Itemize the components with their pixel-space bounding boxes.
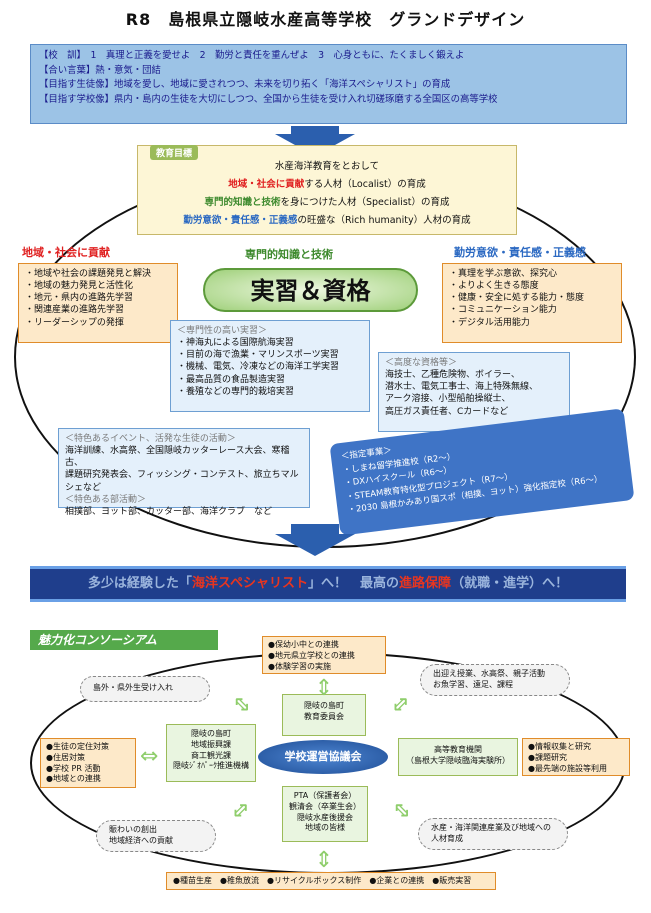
- town-office-panel: 隠岐の島町地域振興課 商工観光課隠岐ｼﾞｵﾊﾟｰｸ推進機構: [166, 724, 256, 782]
- goals-intro: 水産海洋教育をとおして: [274, 161, 380, 172]
- list-item: ・地元・県内の進路先学習: [25, 293, 134, 304]
- list-item: ・真理を学ぶ意欲、探究心: [449, 269, 558, 279]
- outer-bottom-box: ●種苗生産 ●稚魚放流 ●リサイクルボックス制作 ●企業との連携 ●販売実習: [166, 872, 496, 890]
- practice-box: ＜専門性の高い実習＞ ・神海丸による国際航海実習 ・目前の海で漁業・マリンスポー…: [170, 320, 370, 412]
- list-item: ・最高品質の食品製造実習: [177, 374, 286, 385]
- outer-top-box: ●保幼小中との連携 ●地元県立学校との連携 ●体験学習の実施: [262, 636, 386, 674]
- list-item: 海洋訓練、水高祭、全国隠岐カッターレース大会、寒稽古、: [65, 446, 290, 469]
- flow-arrow-stem: [291, 524, 339, 534]
- goals-tag: 教育目標: [150, 145, 199, 160]
- pta-panel: PTA（保護者会）観清会（卒業生会） 隠岐水産後援会地域の皆様: [282, 786, 368, 842]
- list-item: ●地元県立学校との連携: [268, 650, 355, 660]
- list-item: ・デジタル活用能力: [449, 317, 530, 328]
- mid-heading: 専門的知識と技術: [245, 248, 333, 261]
- outer-topright-pill: 出迎え授業、水高祭、親子活動お魚学習、遠足、課程: [420, 664, 570, 696]
- list-item: ・よりよく生きる態度: [449, 281, 539, 292]
- school-council-node: 学校運営協議会: [258, 740, 388, 774]
- down-arrow-icon: [275, 534, 355, 556]
- school-motto-panel: 【校 訓】 1 真理と正義を愛せよ 2 勤労と責任を重んぜよ 3 心身ともに、た…: [30, 44, 627, 124]
- outer-topleft-pill: 島外・県外生受け入れ: [80, 676, 210, 702]
- list-item: アーク溶接、小型船舶操縦士、: [385, 394, 511, 405]
- list-item: ●保幼小中との連携: [268, 640, 339, 649]
- left-heading: 地域・社会に貢献: [22, 246, 110, 259]
- double-arrow-icon: ⇔: [311, 849, 337, 869]
- goal-line-3: 勤労意欲・責任感・正義感の旺盛な（Rich humanity）人材の育成: [183, 215, 471, 227]
- vision-text: 多少は経験した「海洋スペシャリスト」へ！ 最高の進路保障（就職・進学）へ！: [87, 576, 569, 591]
- list-item: ・健康・安全に処する能力・態度: [449, 293, 585, 304]
- motto-line: 【合い言葉】熱・意気・団結: [39, 64, 161, 76]
- list-item: 高圧ガス責任者、Cカードなど: [385, 406, 509, 417]
- university-panel: 高等教育機関（島根大学隠岐臨海実験所）: [398, 738, 518, 776]
- list-item: ・神海丸による国際航海実習: [177, 338, 294, 349]
- outer-bottomright-pill: 水産・海洋関連産業及び地域への人材育成: [418, 818, 568, 850]
- list-item: ・関連産業の進路先学習: [25, 305, 125, 316]
- list-item: 潜水士、電気工事士、海上特殊無線、: [385, 382, 539, 393]
- motto-line: 【校 訓】 1 真理と正義を愛せよ 2 勤労と責任を重んぜよ 3 心身ともに、た…: [39, 50, 465, 61]
- outer-right-box: ●情報収集と研究●課題研究●最先端の施設等利用: [522, 738, 630, 776]
- list-item: 海技士、乙種危険物、ボイラー、: [385, 370, 520, 381]
- list-item: ・地域の魅力発見と活性化: [25, 281, 134, 292]
- left-list-box: ・地域や社会の課題発見と解決 ・地域の魅力発見と活性化 ・地元・県内の進路先学習…: [18, 263, 178, 343]
- list-item: 相撲部、ヨット部、カッター部、海洋クラブ など: [65, 506, 273, 517]
- goal-line-2: 専門的知識と技術を身につけた人材（Specialist）の育成: [204, 197, 450, 209]
- flow-arrow-stem: [291, 126, 339, 136]
- education-goals-box: 教育目標 水産海洋教育をとおして 地域・社会に貢献する人材（Localist）の…: [137, 145, 517, 235]
- vision-band: 多少は経験した「海洋スペシャリスト」へ！ 最高の進路保障（就職・進学）へ！: [30, 566, 626, 602]
- list-item: ・目前の海で漁業・マリンスポーツ実習: [177, 350, 339, 361]
- events-box: ＜特色あるイベント、活発な生徒の活動＞ 海洋訓練、水高祭、全国隠岐カッターレース…: [58, 428, 310, 517]
- list-item: ●体験学習の実施: [268, 661, 331, 671]
- double-arrow-icon: ⇔: [311, 677, 337, 697]
- double-arrow-icon: ⇔: [140, 744, 159, 769]
- page-title: R8 島根県立隠岐水産高等学校 グランドデザイン: [125, 10, 526, 29]
- list-item: ・地域や社会の課題発見と解決: [25, 269, 152, 279]
- clubs-label: ＜特色ある部活動＞: [65, 494, 147, 505]
- list-item: 課題研究発表会、フィッシング・コンテスト、旅立ちマルシェなど: [65, 470, 299, 493]
- outer-bottomleft-pill: 賑わいの創出地域経済への貢献: [96, 820, 216, 852]
- list-item: ・コミュニケーション能力: [449, 305, 557, 316]
- quals-label: ＜高度な資格等＞: [385, 358, 458, 368]
- right-heading: 勤労意欲・責任感・正義感: [454, 246, 586, 259]
- practice-label: ＜専門性の高い実習＞: [177, 326, 268, 336]
- motto-line: 【目指す学校像】県内・島内の生徒を大切にしつつ、全国から生徒を受け入れ切磋琢磨す…: [39, 93, 498, 105]
- consortium-title: 魅力化コンソーシアム: [30, 630, 218, 650]
- practice-qualification-pill: 実習＆資格: [203, 268, 418, 312]
- motto-line: 【目指す生徒像】地域を愛し、地域に愛されつつ、未来を切り拓く「海洋スペシャリスト…: [39, 79, 451, 91]
- list-item: ・リーダーシップの発揮: [25, 317, 124, 328]
- right-list-box: ・真理を学ぶ意欲、探究心 ・よりよく生きる態度 ・健康・安全に処する能力・態度 …: [442, 263, 622, 343]
- list-item: ・機械、電気、冷凍などの海洋工学実習: [177, 362, 340, 373]
- events-label: ＜特色あるイベント、活発な生徒の活動＞: [65, 434, 236, 444]
- outer-left-box: ●生徒の定住対策●住居対策 ●学校 PR 活動●地域との連携: [40, 738, 136, 788]
- list-item: ・養殖などの専門的栽培実習: [177, 386, 295, 397]
- goal-line-1: 地域・社会に貢献する人材（Localist）の育成: [228, 179, 426, 191]
- board-of-education-panel: 隠岐の島町教育委員会: [282, 694, 366, 736]
